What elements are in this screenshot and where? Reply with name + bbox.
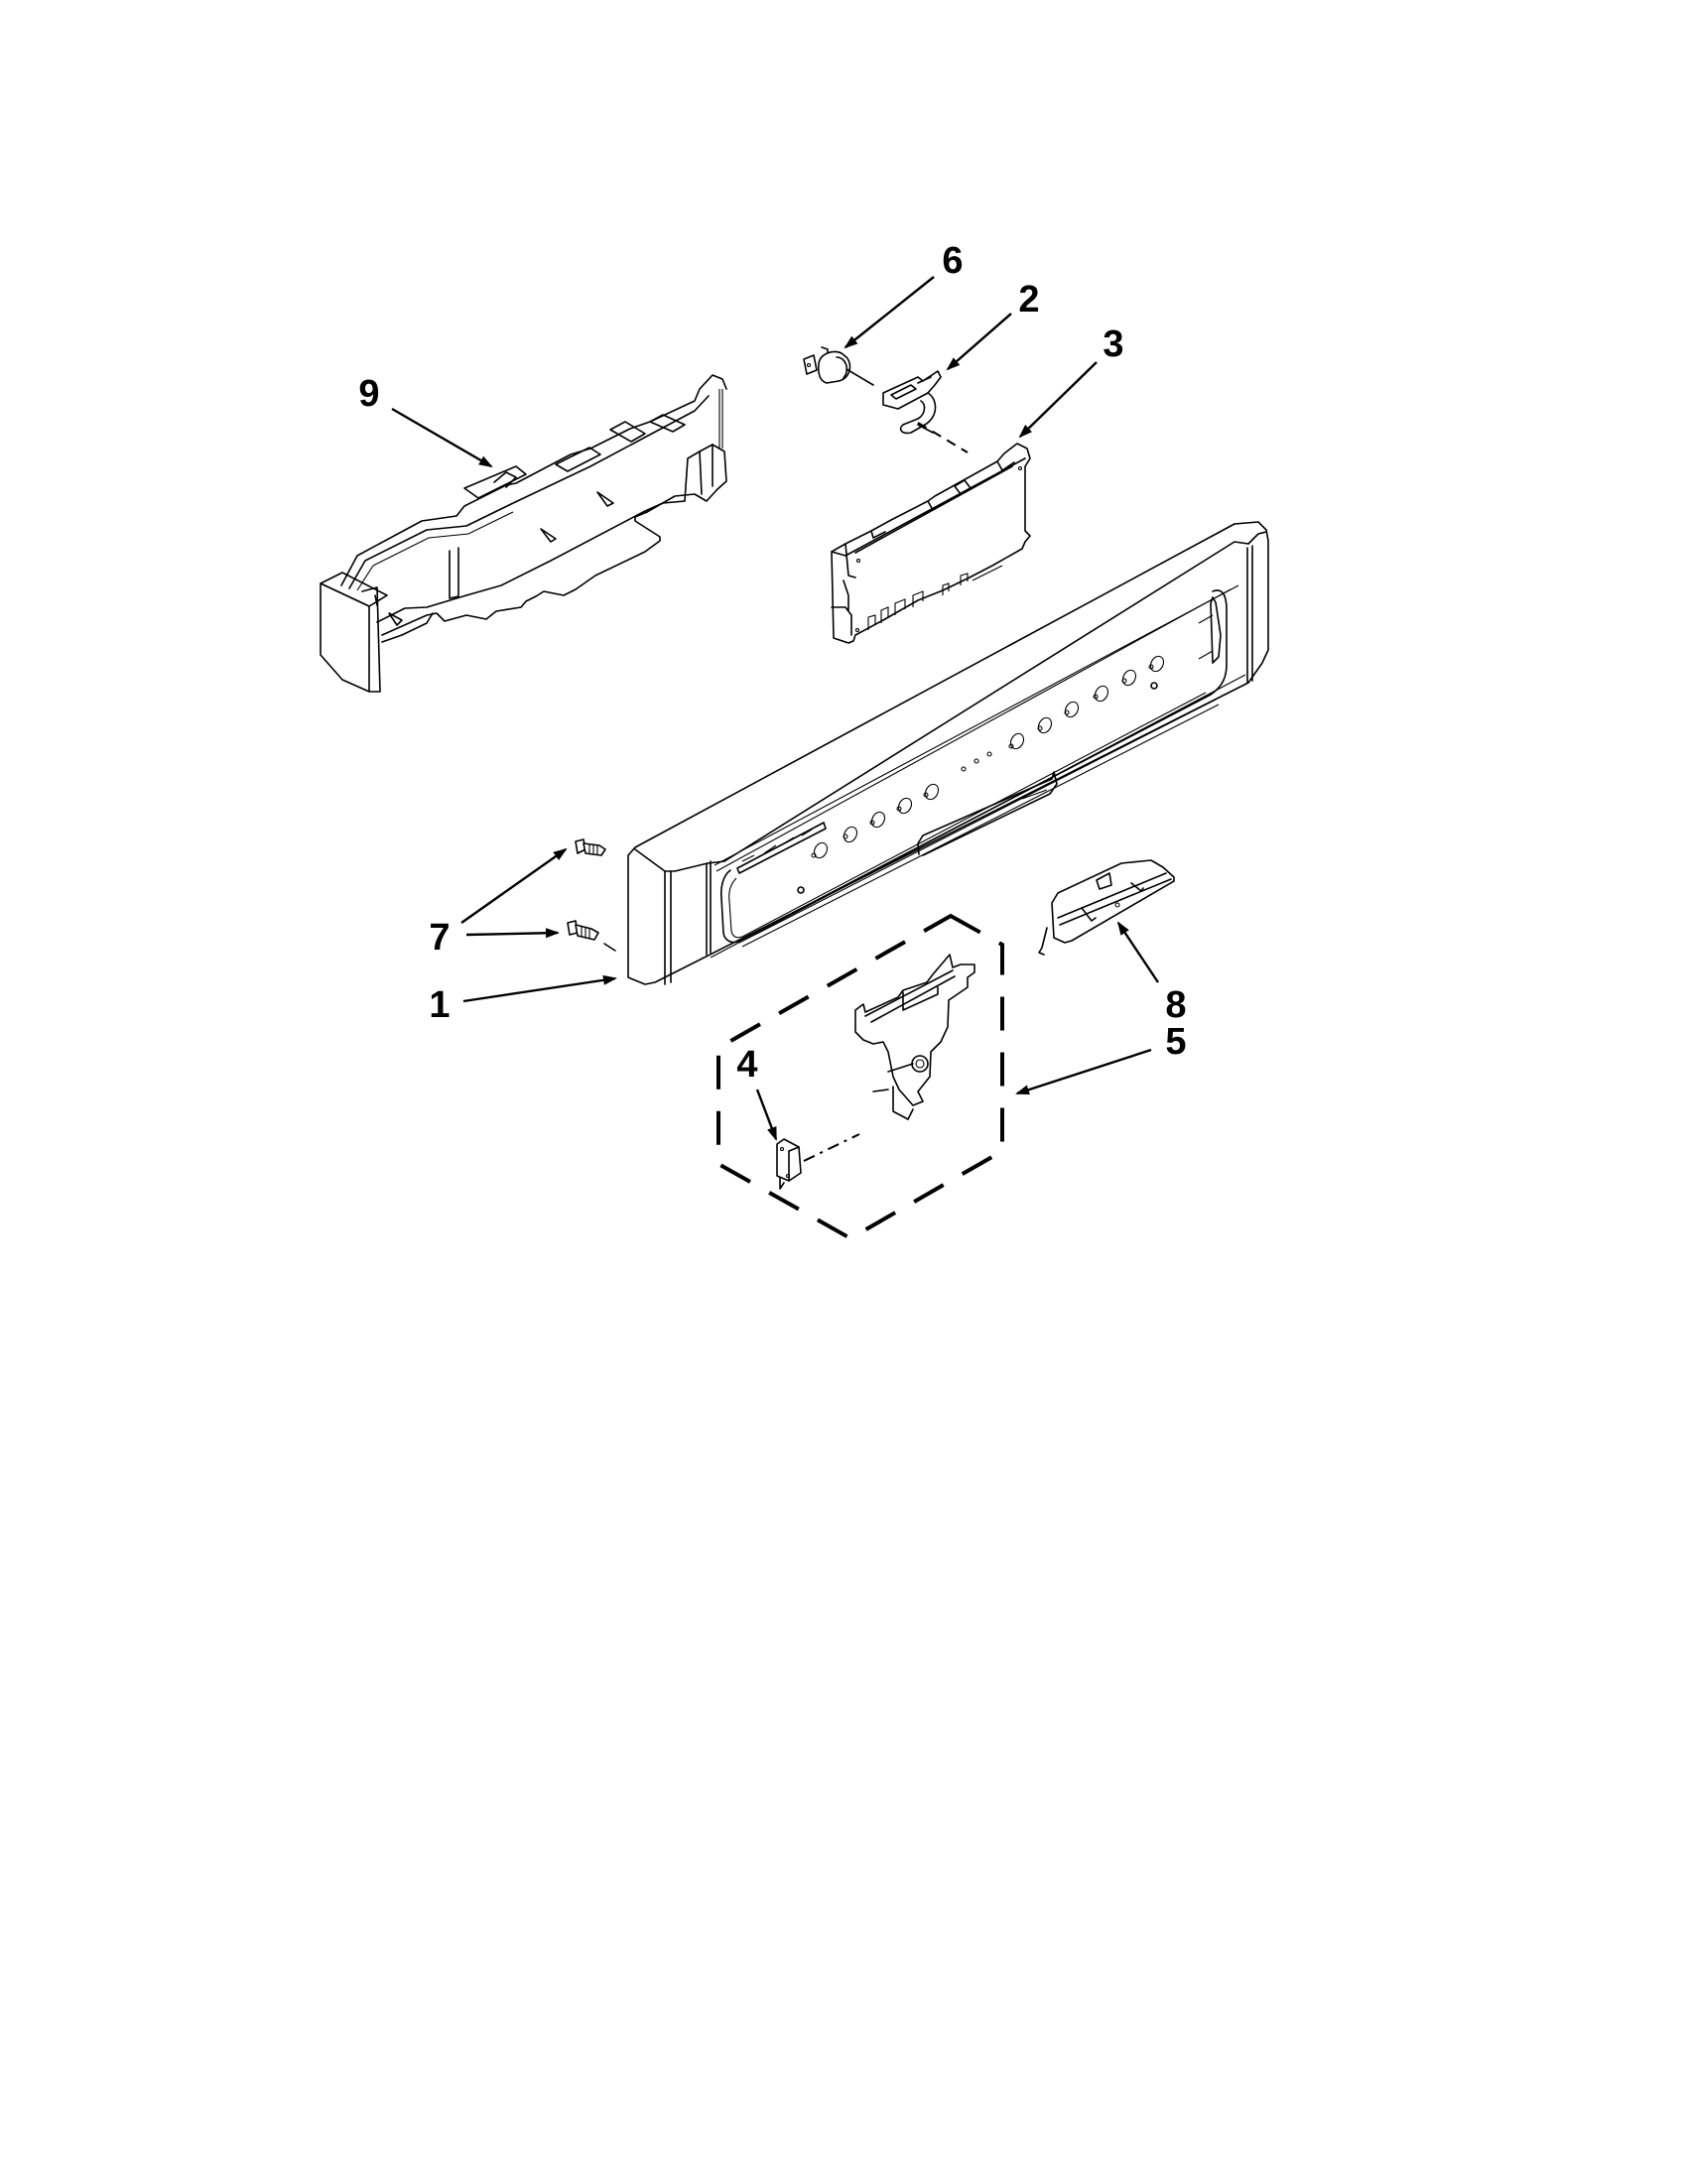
assembly-line <box>917 422 969 453</box>
thermostat-part-6 <box>803 346 874 386</box>
leader-arrows <box>391 276 1159 1141</box>
arrow-2 <box>946 313 1012 371</box>
arrow-8 <box>1116 921 1159 983</box>
bracket-part-9 <box>320 374 727 693</box>
screws-part-7 <box>567 838 616 952</box>
latch-assembly-part-5 <box>716 913 1004 1241</box>
arrow-7-lower <box>465 928 560 939</box>
assembly-line <box>803 1133 860 1162</box>
arrow-6 <box>844 276 935 349</box>
callout-7: 7 <box>429 917 451 959</box>
arrow-7-upper <box>460 847 568 924</box>
callout-1: 1 <box>429 984 451 1026</box>
callout-3: 3 <box>1103 323 1124 365</box>
clip-part-2 <box>882 370 942 435</box>
arrow-5 <box>1015 1048 1152 1095</box>
callout-8: 8 <box>1165 984 1187 1026</box>
callout-6: 6 <box>942 240 964 282</box>
console-panel-part-1 <box>627 521 1269 985</box>
arrow-4 <box>755 1089 778 1141</box>
callout-2: 2 <box>1018 279 1040 321</box>
callout-9: 9 <box>358 373 380 415</box>
callout-5: 5 <box>1165 1021 1187 1063</box>
switch-part-4 <box>776 1138 802 1190</box>
callout-4: 4 <box>736 1044 758 1086</box>
control-board-part-3 <box>831 443 1031 644</box>
arrow-9 <box>391 407 493 468</box>
arrow-1 <box>462 974 617 1003</box>
door-handle-part-8 <box>1038 859 1175 956</box>
arrow-3 <box>1018 361 1098 439</box>
